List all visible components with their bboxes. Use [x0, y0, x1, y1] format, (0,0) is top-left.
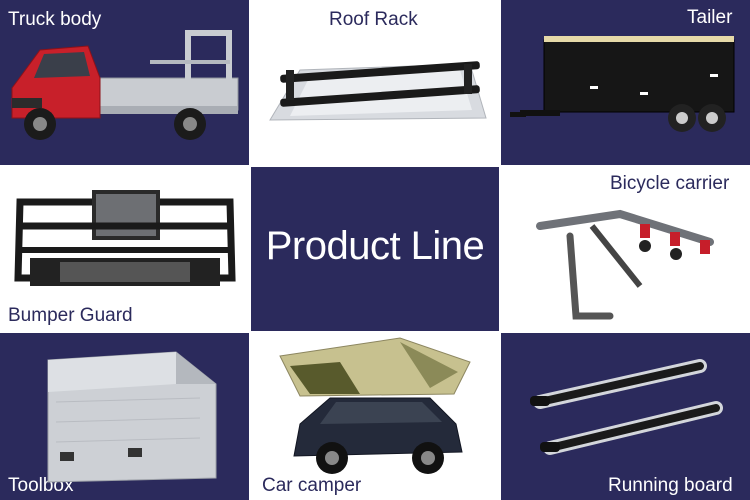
car-camper-label: Car camper	[262, 475, 362, 496]
bicycle-carrier-label: Bicycle carrier	[610, 173, 730, 194]
trailer-label: Tailer	[687, 7, 733, 28]
roof-rack-image	[269, 61, 487, 121]
bumper-guard-image	[14, 190, 236, 286]
tile-bicycle-carrier[interactable]: Bicycle carrier	[500, 166, 750, 332]
bicycle-carrier-image	[536, 209, 714, 320]
divider-horizontal-1	[0, 165, 750, 167]
truck-body-image	[11, 30, 239, 140]
roof-rack-label: Roof Rack	[329, 9, 418, 30]
bumper-guard-label: Bumper Guard	[8, 305, 133, 326]
tile-truck-body[interactable]: Truck body	[0, 0, 250, 166]
divider-vertical-2	[499, 0, 501, 500]
tile-trailer[interactable]: Tailer	[500, 0, 750, 166]
tile-product-line: Product Line	[250, 166, 500, 332]
trailer-image	[510, 36, 735, 132]
tile-toolbox[interactable]: Toolbox	[0, 332, 250, 500]
tile-running-board[interactable]: Running board	[500, 332, 750, 500]
tile-bumper-guard[interactable]: Bumper Guard	[0, 166, 250, 332]
toolbox-image	[47, 351, 217, 483]
running-board-label: Running board	[608, 475, 733, 496]
tile-roof-rack[interactable]: Roof Rack	[250, 0, 500, 166]
truck-body-label: Truck body	[8, 9, 102, 30]
page-title: Product Line	[265, 224, 485, 268]
car-camper-image	[279, 337, 471, 474]
divider-vertical-1	[249, 0, 251, 500]
tile-car-camper[interactable]: Car camper	[250, 332, 500, 500]
running-board-image	[530, 359, 723, 455]
divider-horizontal-2	[0, 331, 750, 333]
